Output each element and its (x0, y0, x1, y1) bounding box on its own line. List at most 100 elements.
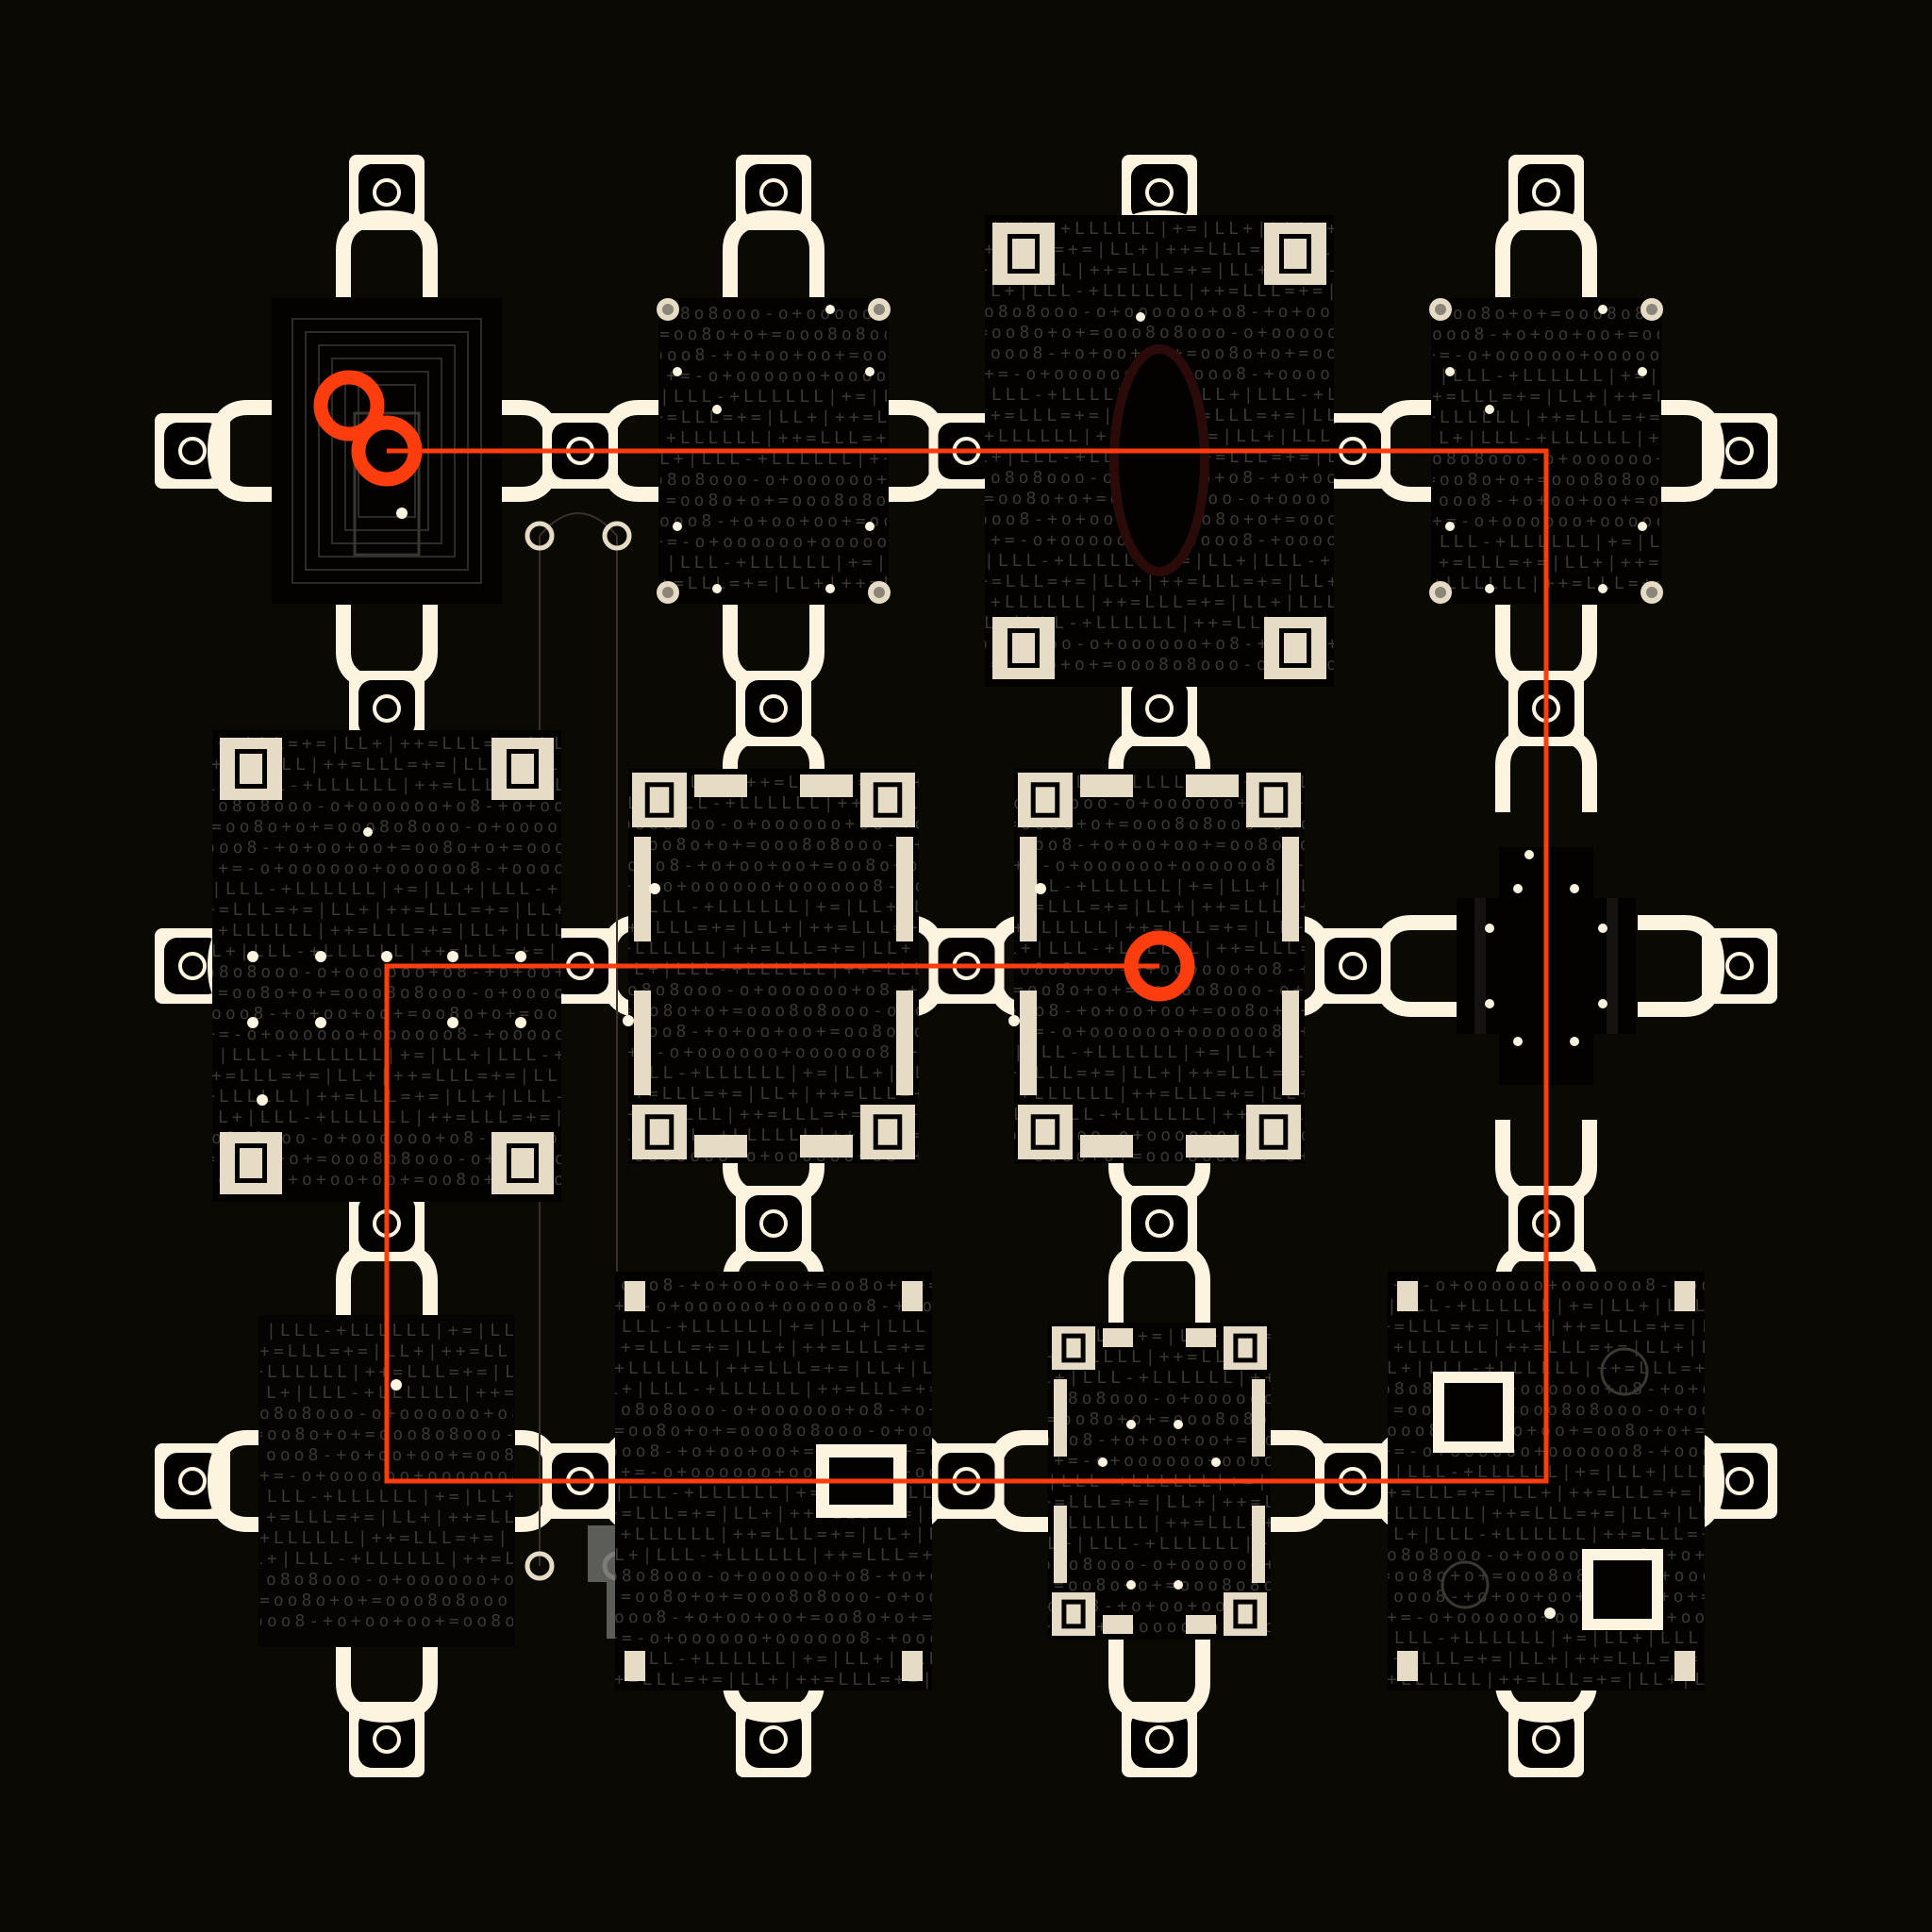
rivet-core (1646, 304, 1657, 315)
led-dot (1570, 1037, 1579, 1046)
led-dot (247, 951, 258, 962)
glyph-row: +LLLLLL|++=LLL=+=|LL+|LLL-+LL+LLLLLL|++= (1054, 1513, 1613, 1533)
socket-ring-icon (178, 952, 207, 980)
led-dot (1126, 1580, 1136, 1590)
glyph-row: =oo8o+o+=ooo8o8ooo-o+oooooo+o=oo8o+o+=oo (666, 491, 1225, 510)
glyph-row: o8o8ooo-o+oooooo+o8-+o+oo+oo+o8o8ooo-o+o (1013, 793, 1573, 813)
socket-ring-icon (1532, 178, 1560, 207)
rivet-core (874, 587, 885, 598)
socket-well (164, 423, 221, 479)
socket[interactable] (1508, 155, 1584, 230)
glyph-row: =oo8o+o+=ooo8o8ooo-o+oooooo+o=oo8o+o+=oo (211, 817, 771, 837)
glyph-row: ooo8-+o+oo+oo+=oo8o+o+=ooo8o8ooo8-+o+oo+ (653, 345, 1212, 365)
socket[interactable] (349, 155, 425, 230)
socket-ring-icon (759, 694, 788, 723)
socket[interactable] (736, 671, 811, 746)
socket-ring-icon (759, 1725, 788, 1754)
corner-pad-slot (1233, 1599, 1257, 1629)
led-dot (1098, 1457, 1108, 1467)
link-arm-shape (1108, 1636, 1210, 1724)
frame-bar (694, 774, 747, 797)
socket-ring-icon (1145, 694, 1174, 723)
glyph-row: L+|LLL-+LLLLLL|++=LLL=+=|LL+|L+|LLL-+LLL (205, 775, 764, 795)
frame-bar (1186, 1135, 1239, 1158)
glyph-row: o8o8ooo-o+oooooo+o8-+o+oo+oo+o8o8ooo-o+o (1054, 1389, 1613, 1408)
glyph-row: +LLLLLL|++=LLL=+=|LL+|LLL-+LL+LLLLLL|++= (666, 428, 1225, 448)
goal-ring-icon (1124, 930, 1195, 1002)
link-arm (723, 1636, 824, 1724)
glyph-row: |LLL-+LLLLLL|+=|LL+|LLL-+LLLL|LLL-+LLLLL (1439, 366, 1932, 386)
corner-pad (860, 773, 915, 827)
glyph-row: +=LLL=+=|LL+|++=LLL=+=|LL+|LL+=LLL=+=|LL (614, 1670, 1174, 1690)
socket-well (164, 938, 221, 994)
socket-well (745, 164, 802, 221)
led-dot (1513, 884, 1523, 893)
led-dot (865, 367, 874, 376)
glyph-row: +LLLLLL|++=LLL=+=|LL+|LLL-+LL+LLLLLL|++= (218, 921, 777, 941)
glyph-row: o8o8ooo-o+oooooo+o8-+o+oo+oo+o8o8ooo-o+o (218, 796, 777, 816)
led-dot (712, 584, 722, 593)
glyph-row: +LLLLLL|++=LLL=+=|LL+|LLL-+LL+LLLLLL|++= (621, 939, 1180, 958)
glyph-row: |LLL-+LLLLLL|+=|LL+|LLL-+LLLL|LLL-+LLLLL (253, 1487, 812, 1507)
corner-pad-slot (1258, 782, 1289, 818)
glyph-row: |LLL-+LLLLLL|+=|LL+|LLL-+LLLL|LLL-+LLLLL (991, 219, 1550, 239)
led-dot (247, 1017, 258, 1028)
corner-pad-slot (1061, 1333, 1086, 1363)
led-dot (1638, 367, 1647, 376)
glyph-row: +=-o+oooooo+oooooo8-+oooooo8-+=-o+oooooo (1020, 1022, 1579, 1041)
glyph-row: |LLL-+LLLLLL|+=|LL+|LLL-+LLLL|LLL-+LLLLL (1393, 1462, 1932, 1482)
led-dot (363, 827, 373, 837)
corner-pad-slot (506, 749, 540, 789)
corner-pad-slot (1007, 628, 1041, 668)
glyph-row: +=LLL=+=|LL+|++=LLL=+=|LL+|LL+=LLL=+=|LL (1020, 897, 1579, 917)
frame-bar (896, 837, 913, 941)
glyph-row: =oo8o+o+=ooo8o8ooo-o+oooooo+o=oo8o+o+=oo (259, 1591, 819, 1610)
socket[interactable] (736, 1186, 811, 1261)
frame-bar (800, 774, 853, 797)
socket[interactable] (1315, 928, 1391, 1004)
glyph-row: |LLL-+LLLLLL|+=|LL+|LLL-+LLLL|LLL-+LLLLL (608, 1317, 1167, 1337)
frame-bar (634, 991, 651, 1095)
wire-terminal-icon (525, 521, 555, 551)
led-dot (381, 951, 392, 962)
glyph-row: o8o8ooo-o+oooooo+o8-+o+oo+oo+o8o8ooo-o+o (608, 1566, 1167, 1586)
socket-well (745, 1195, 802, 1252)
socket-well (1711, 423, 1768, 479)
led-dot (623, 1015, 634, 1026)
glyph-row: =oo8o+o+=ooo8o8ooo-o+oooooo+o=oo8o+o+=oo (1007, 814, 1566, 834)
vent-ring-icon (1441, 1560, 1490, 1609)
led-dot (825, 584, 835, 593)
socket-ring-icon (1339, 952, 1367, 980)
link-arm (207, 1430, 294, 1532)
socket-well (164, 1453, 221, 1509)
glyph-row: +=LLL=+=|LL+|++=LLL=+=|LL+|LL+=LLL=+=|LL (1432, 387, 1932, 407)
glyph-row: |LLL-+LLLLLL|+=|LL+|LLL-+LLLL|LLL-+LLLLL (659, 387, 1219, 407)
glyph-row: +=-o+oooooo+oooooo8-+oooooo8-+=-o+oooooo (1013, 856, 1573, 875)
socket[interactable] (349, 671, 425, 746)
socket-ring-icon (1725, 1467, 1754, 1495)
socket[interactable] (736, 155, 811, 230)
glyph-row: +LLLLLL|++=LLL=+=|LL+|LLL-+LL+LLLLLL|++= (1047, 1347, 1607, 1367)
rivet-core (1646, 587, 1657, 598)
link-arm-shape (207, 400, 294, 502)
glyph-row: o8o8ooo-o+oooooo+o8-+o+oo+oo+o8o8ooo-o+o (653, 470, 1212, 490)
corner-tab (1397, 1281, 1418, 1311)
glyph-row: +=-o+oooooo+oooooo8-+oooooo8-+=-o+oooooo (653, 532, 1212, 552)
socket-ring-icon (1145, 1725, 1174, 1754)
glyph-row: ooo8-+o+oo+oo+=oo8o+o+=ooo8o8ooo8-+o+oo+ (218, 1170, 777, 1190)
led-dot (257, 1094, 268, 1106)
glyph-row: +LLLLLL|++=LLL=+=|LL+|LLL-+LL+LLLLLL|++= (1393, 1338, 1932, 1357)
glyph-row: L+|LLL-+LLLLLL|++=LLL=+=|LL+|L+|LLL-+LLL (1013, 1105, 1573, 1124)
glyph-row: +=-o+oooooo+oooooo8-+oooooo8-+=-o+oooooo (627, 1042, 1187, 1062)
socket[interactable] (1122, 671, 1197, 746)
glyph-row: +LLLLLL|++=LLL=+=|LL+|LLL-+LL+LLLLLL|++= (621, 1524, 1180, 1544)
corner-pad (1018, 1105, 1073, 1159)
link-arm (1495, 209, 1597, 297)
wire-terminal-icon (602, 521, 632, 551)
corner-pad-slot (1007, 234, 1041, 274)
glyph-texture: |LLL-+LLLLLL|+=|LL+|LLL-+LLLL|LLL-+LLLLL… (253, 1321, 819, 1631)
socket[interactable] (1122, 155, 1197, 230)
led-dot (1485, 584, 1494, 593)
socket[interactable] (1122, 1186, 1197, 1261)
